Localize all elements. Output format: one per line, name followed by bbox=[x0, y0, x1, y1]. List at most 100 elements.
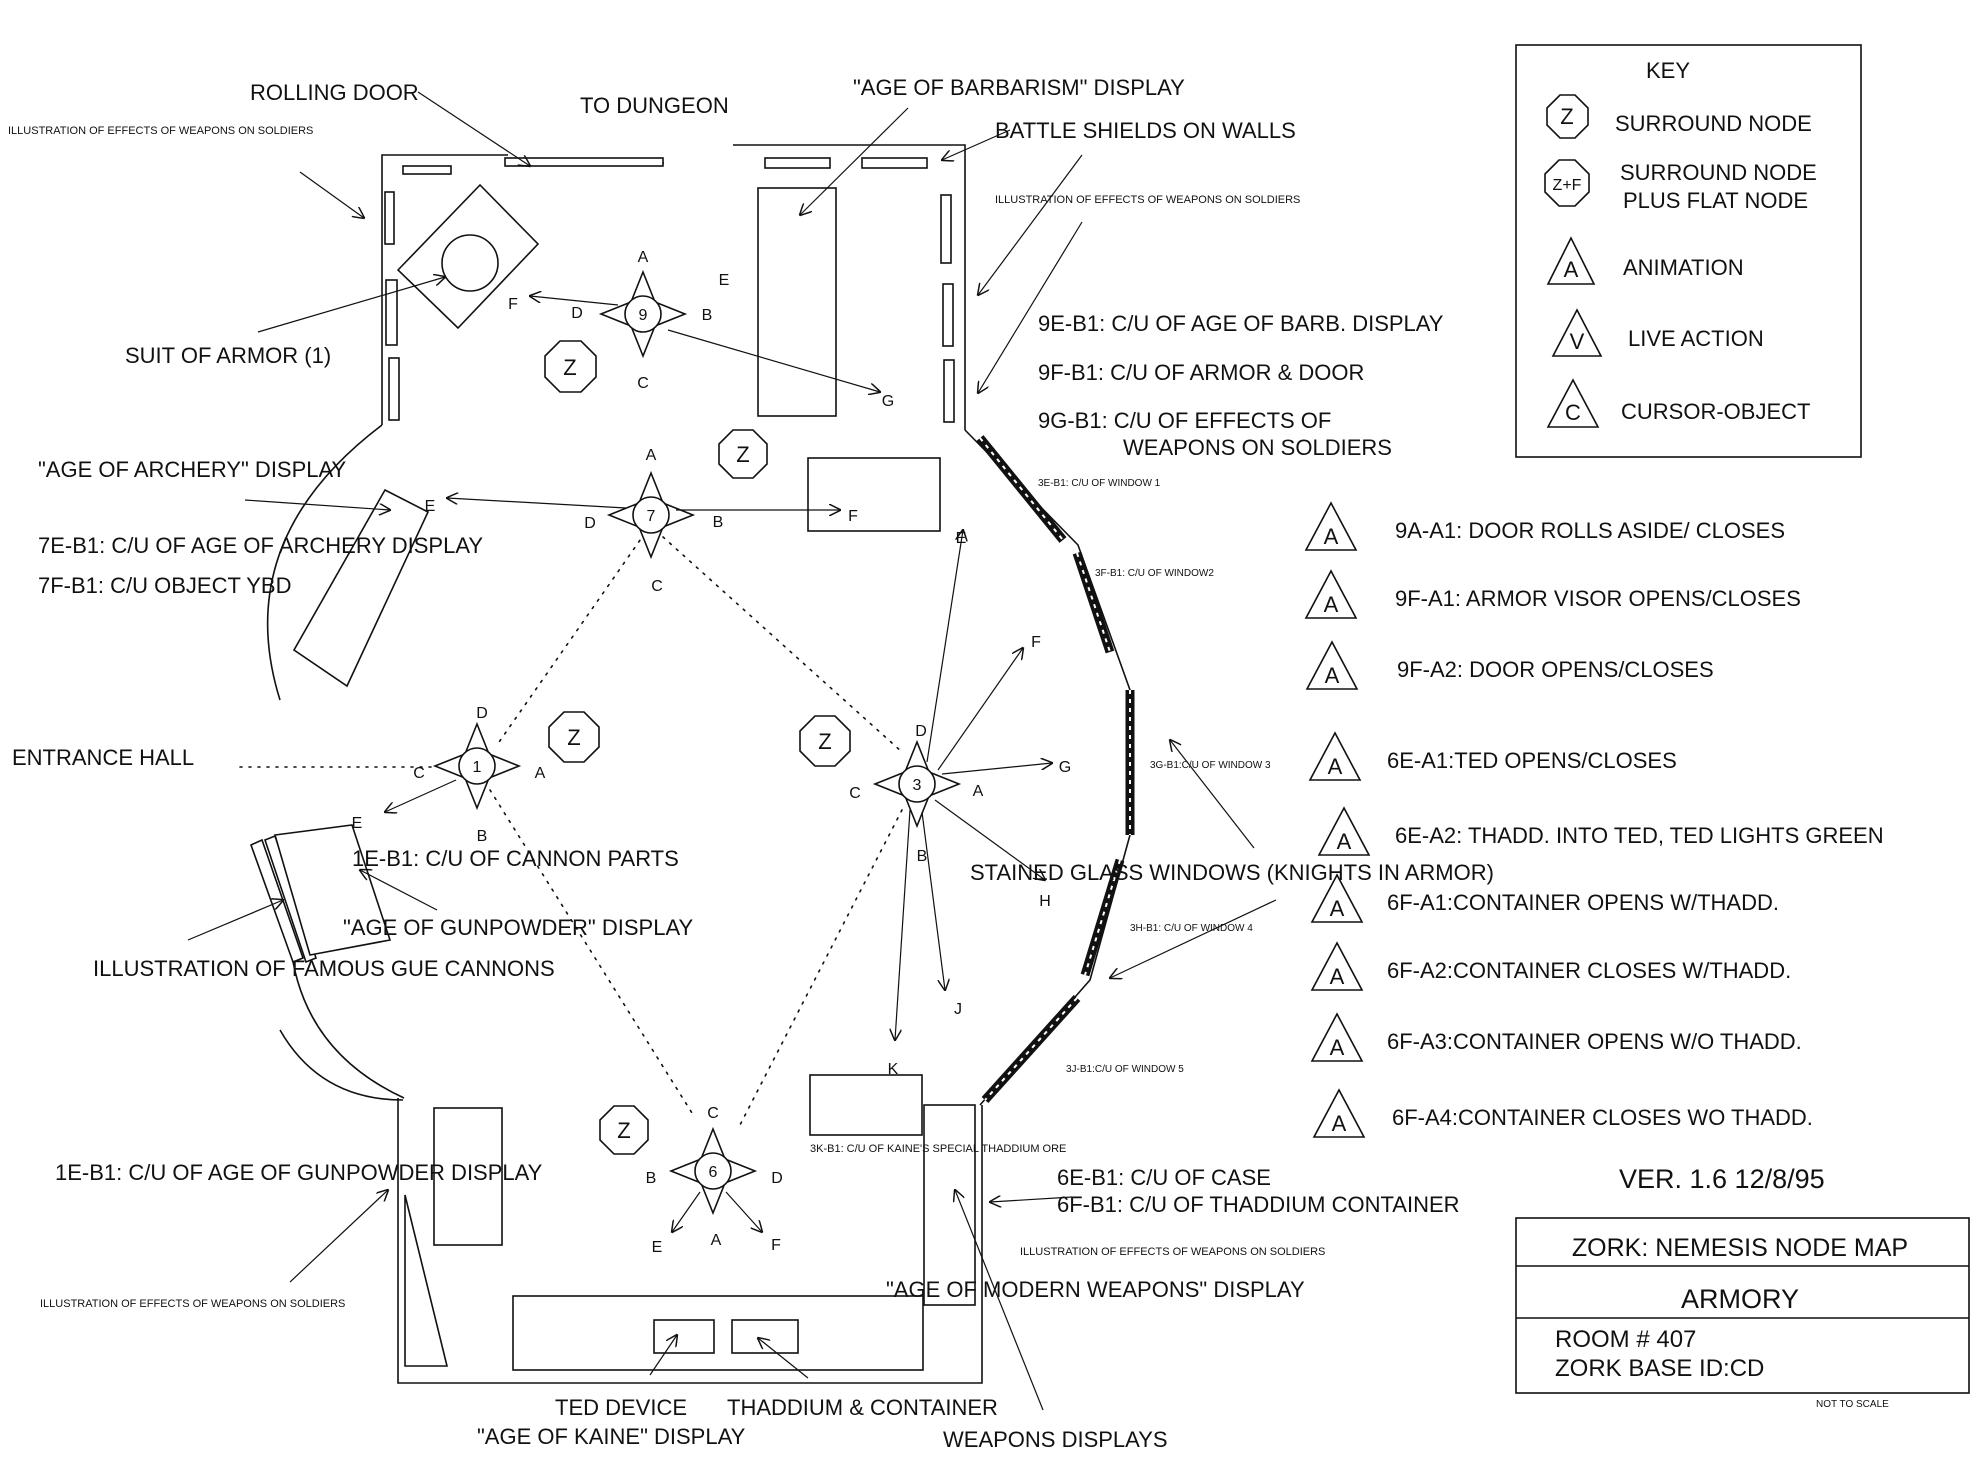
direction-label[interactable]: B bbox=[477, 828, 488, 845]
animation-icon: A bbox=[1324, 524, 1339, 549]
surround-markers: Z Z Z Z Z bbox=[544, 340, 851, 1155]
room-number: ROOM # 407 bbox=[1555, 1326, 1696, 1353]
z-marker[interactable]: Z bbox=[544, 340, 597, 393]
svg-text:Z+F: Z+F bbox=[1553, 177, 1582, 194]
direction-label[interactable]: C bbox=[849, 785, 861, 802]
animation-item: A 6F-A2:CONTAINER CLOSES W/THADD. bbox=[1310, 941, 1791, 991]
animation-icon: A bbox=[1324, 592, 1339, 617]
svg-text:LIVE ACTION: LIVE ACTION bbox=[1628, 326, 1764, 351]
node-7[interactable]: 7 A B C D E F bbox=[425, 447, 858, 595]
z-marker[interactable]: Z bbox=[718, 429, 768, 479]
direction-label[interactable]: F bbox=[771, 1237, 781, 1254]
window-5-label: 3J-B1:C/U OF WINDOW 5 bbox=[1066, 1064, 1184, 1075]
direction-label[interactable]: F bbox=[848, 508, 858, 525]
closeup-7e-label: 7E-B1: C/U OF AGE OF ARCHERY DISPLAY bbox=[38, 533, 483, 558]
svg-text:Z: Z bbox=[818, 729, 831, 754]
window-1-label: 3E-B1: C/U OF WINDOW 1 bbox=[1038, 478, 1161, 489]
version-label: VER. 1.6 12/8/95 bbox=[1619, 1164, 1825, 1194]
animation-icon: A bbox=[1330, 896, 1345, 921]
direction-label[interactable]: F bbox=[1031, 634, 1041, 651]
direction-label[interactable]: B bbox=[702, 307, 713, 324]
node-number: 7 bbox=[647, 508, 656, 525]
direction-label[interactable]: B bbox=[917, 848, 928, 865]
closeup-3k-label: 3K-B1: C/U OF KAINE'S SPECIAL THADDIUM O… bbox=[810, 1143, 1066, 1155]
closeup-1e-cannon-label: 1E-B1: C/U OF CANNON PARTS bbox=[352, 846, 679, 871]
svg-text:Z: Z bbox=[567, 725, 580, 750]
direction-label[interactable]: A bbox=[973, 783, 984, 800]
direction-label[interactable]: C bbox=[651, 578, 663, 595]
direction-label[interactable]: J bbox=[954, 1001, 962, 1018]
direction-label[interactable]: D bbox=[584, 515, 596, 532]
direction-label[interactable]: A bbox=[638, 249, 649, 266]
age-modern-label: "AGE OF MODERN WEAPONS" DISPLAY bbox=[886, 1277, 1305, 1302]
svg-text:C: C bbox=[1565, 400, 1581, 425]
animation-text: 6F-A2:CONTAINER CLOSES W/THADD. bbox=[1387, 958, 1791, 983]
base-id: ZORK BASE ID:CD bbox=[1555, 1355, 1764, 1382]
direction-label[interactable]: E bbox=[652, 1239, 663, 1256]
direction-label[interactable]: E bbox=[352, 815, 363, 832]
direction-label[interactable]: D bbox=[476, 705, 488, 722]
svg-text:PLUS FLAT NODE: PLUS FLAT NODE bbox=[1623, 188, 1808, 213]
svg-text:CURSOR-OBJECT: CURSOR-OBJECT bbox=[1621, 399, 1810, 424]
animation-icon: A bbox=[1328, 754, 1343, 779]
rolling-door-label: ROLLING DOOR bbox=[250, 80, 419, 105]
direction-label[interactable]: G bbox=[882, 393, 894, 410]
direction-label[interactable]: E bbox=[719, 272, 730, 289]
direction-label[interactable]: D bbox=[915, 723, 927, 740]
closeup-1e-gunpowder-label: 1E-B1: C/U OF AGE OF GUNPOWDER DISPLAY bbox=[55, 1160, 543, 1185]
svg-text:Z: Z bbox=[736, 442, 749, 467]
direction-label[interactable]: K bbox=[888, 1061, 899, 1078]
direction-label[interactable]: F bbox=[508, 296, 518, 313]
svg-text:Z: Z bbox=[617, 1118, 630, 1143]
node-number: 1 bbox=[473, 759, 482, 776]
stained-glass-windows bbox=[976, 435, 1135, 1104]
title-block: ZORK: NEMESIS NODE MAP ARMORY ROOM # 407… bbox=[1515, 1217, 1970, 1410]
direction-label[interactable]: G bbox=[1059, 759, 1071, 776]
age-kaine-label: "AGE OF KAINE" DISPLAY bbox=[477, 1424, 746, 1449]
direction-label[interactable]: A bbox=[646, 447, 657, 464]
closeup-9f-label: 9F-B1: C/U OF ARMOR & DOOR bbox=[1038, 360, 1364, 385]
direction-label[interactable]: B bbox=[646, 1170, 657, 1187]
direction-label[interactable]: A bbox=[535, 765, 546, 782]
animation-icon: A bbox=[1330, 964, 1345, 989]
animation-item: A 6E-A1:TED OPENS/CLOSES bbox=[1308, 731, 1677, 781]
direction-label[interactable]: C bbox=[637, 375, 649, 392]
direction-label[interactable]: H bbox=[1039, 893, 1051, 910]
direction-label[interactable]: D bbox=[771, 1170, 783, 1187]
direction-label[interactable]: A bbox=[711, 1232, 722, 1249]
window-3-label: 3G-B1:C/U OF WINDOW 3 bbox=[1150, 760, 1271, 771]
scale-note: NOT TO SCALE bbox=[1816, 1399, 1889, 1410]
node-1[interactable]: 1 A B C D E bbox=[352, 705, 546, 845]
weapons-displays-label: WEAPONS DISPLAYS bbox=[943, 1427, 1168, 1452]
entrance-hall-label: ENTRANCE HALL bbox=[12, 745, 194, 770]
direction-label[interactable]: E bbox=[956, 530, 967, 547]
direction-label[interactable]: C bbox=[707, 1105, 719, 1122]
animation-text: 6F-A4:CONTAINER CLOSES WO THADD. bbox=[1392, 1105, 1813, 1130]
closeup-6f-label: 6F-B1: C/U OF THADDIUM CONTAINER bbox=[1057, 1192, 1460, 1217]
z-marker[interactable]: Z bbox=[599, 1105, 649, 1155]
ted-device-label: TED DEVICE bbox=[555, 1395, 687, 1420]
animation-text: 9F-A2: DOOR OPENS/CLOSES bbox=[1397, 657, 1714, 682]
direction-label[interactable]: C bbox=[413, 765, 425, 782]
to-dungeon-label: TO DUNGEON bbox=[580, 93, 729, 118]
direction-label[interactable]: B bbox=[713, 514, 724, 531]
map-labels: ROLLING DOOR TO DUNGEON ILLUSTRATION OF … bbox=[8, 75, 1494, 1452]
closeup-9e-label: 9E-B1: C/U OF AGE OF BARB. DISPLAY bbox=[1038, 311, 1444, 336]
direction-label[interactable]: D bbox=[571, 305, 583, 322]
direction-label[interactable]: E bbox=[425, 498, 436, 515]
svg-text:Z: Z bbox=[563, 355, 576, 380]
z-marker[interactable]: Z bbox=[548, 711, 600, 763]
battle-shields-label: BATTLE SHIELDS ON WALLS bbox=[995, 118, 1296, 143]
svg-text:ANIMATION: ANIMATION bbox=[1623, 255, 1744, 280]
key-title: KEY bbox=[1646, 58, 1690, 83]
z-marker[interactable]: Z bbox=[799, 715, 851, 767]
pointer-arrows bbox=[187, 91, 1277, 1411]
animation-icon: A bbox=[1332, 1111, 1347, 1136]
animation-text: 6E-A1:TED OPENS/CLOSES bbox=[1387, 748, 1677, 773]
animation-icon: A bbox=[1325, 663, 1340, 688]
